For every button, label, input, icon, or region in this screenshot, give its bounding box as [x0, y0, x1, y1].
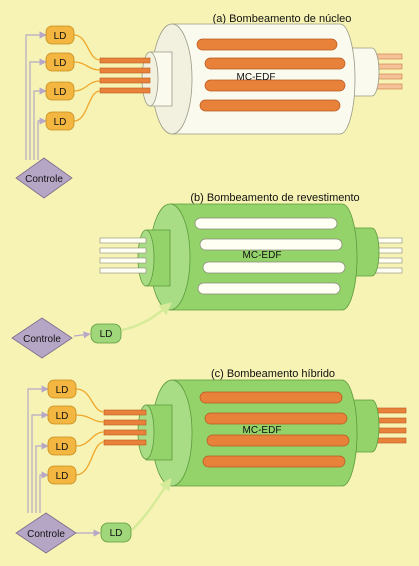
- svg-text:LD: LD: [56, 385, 69, 396]
- panel-c-pump-arrow: [131, 477, 172, 531]
- panel-b-pump-arrow: [121, 302, 172, 332]
- panel-a-pump-lines: [73, 34, 101, 122]
- svg-text:LD: LD: [56, 471, 69, 482]
- svg-text:LD: LD: [56, 442, 69, 453]
- panel-c-left-cores: [103, 409, 147, 446]
- svg-text:LD: LD: [100, 329, 113, 340]
- panel-cladding-pumping: (b) Bombeamento de revestimento MC-EDF: [11, 192, 403, 359]
- panel-a-control: Controle: [15, 157, 73, 199]
- svg-text:LD: LD: [110, 528, 123, 539]
- panel-b-control-wire: [73, 331, 91, 339]
- svg-text:LD: LD: [54, 117, 67, 128]
- panel-c-title: (c) Bombeamento híbrido: [211, 368, 335, 380]
- panel-c-control-wires: [27, 385, 101, 537]
- panel-a-title: (a) Bombeamento de núcleo: [213, 13, 352, 25]
- panel-core-pumping: (a) Bombeamento de núcleo: [15, 13, 403, 199]
- svg-text:LD: LD: [54, 31, 67, 42]
- panel-c-control: Controle: [15, 512, 77, 554]
- panel-a-internal-cores: [196, 38, 346, 112]
- panel-b-ld: LD: [90, 323, 122, 344]
- svg-text:Controle: Controle: [25, 174, 63, 185]
- panel-a-control-wires: [25, 31, 47, 160]
- panel-c-pump-lines: [75, 388, 105, 476]
- svg-text:Controle: Controle: [27, 529, 65, 540]
- panel-c-internal-cores: [199, 391, 350, 468]
- panel-b-fiber-label: MC-EDF: [243, 250, 282, 261]
- svg-text:LD: LD: [54, 58, 67, 69]
- panel-hybrid-pumping: (c) Bombeamento híbrido MC-EDF: [15, 368, 407, 554]
- panel-c-fiber-label: MC-EDF: [243, 425, 282, 436]
- panel-a-ld: LD LD LD LD: [45, 25, 75, 131]
- panel-b-internal-cores: [194, 217, 346, 295]
- panel-a-fiber-label: MC-EDF: [237, 72, 276, 83]
- panel-c-ld: LD LD LD LD LD: [47, 379, 132, 543]
- svg-text:LD: LD: [56, 411, 69, 422]
- svg-text:Controle: Controle: [23, 334, 61, 345]
- panel-b-title: (b) Bombeamento de revestimento: [190, 192, 359, 204]
- svg-text:LD: LD: [54, 87, 67, 98]
- panel-b-left-cores: [99, 237, 147, 274]
- panel-b-control: Controle: [11, 317, 73, 359]
